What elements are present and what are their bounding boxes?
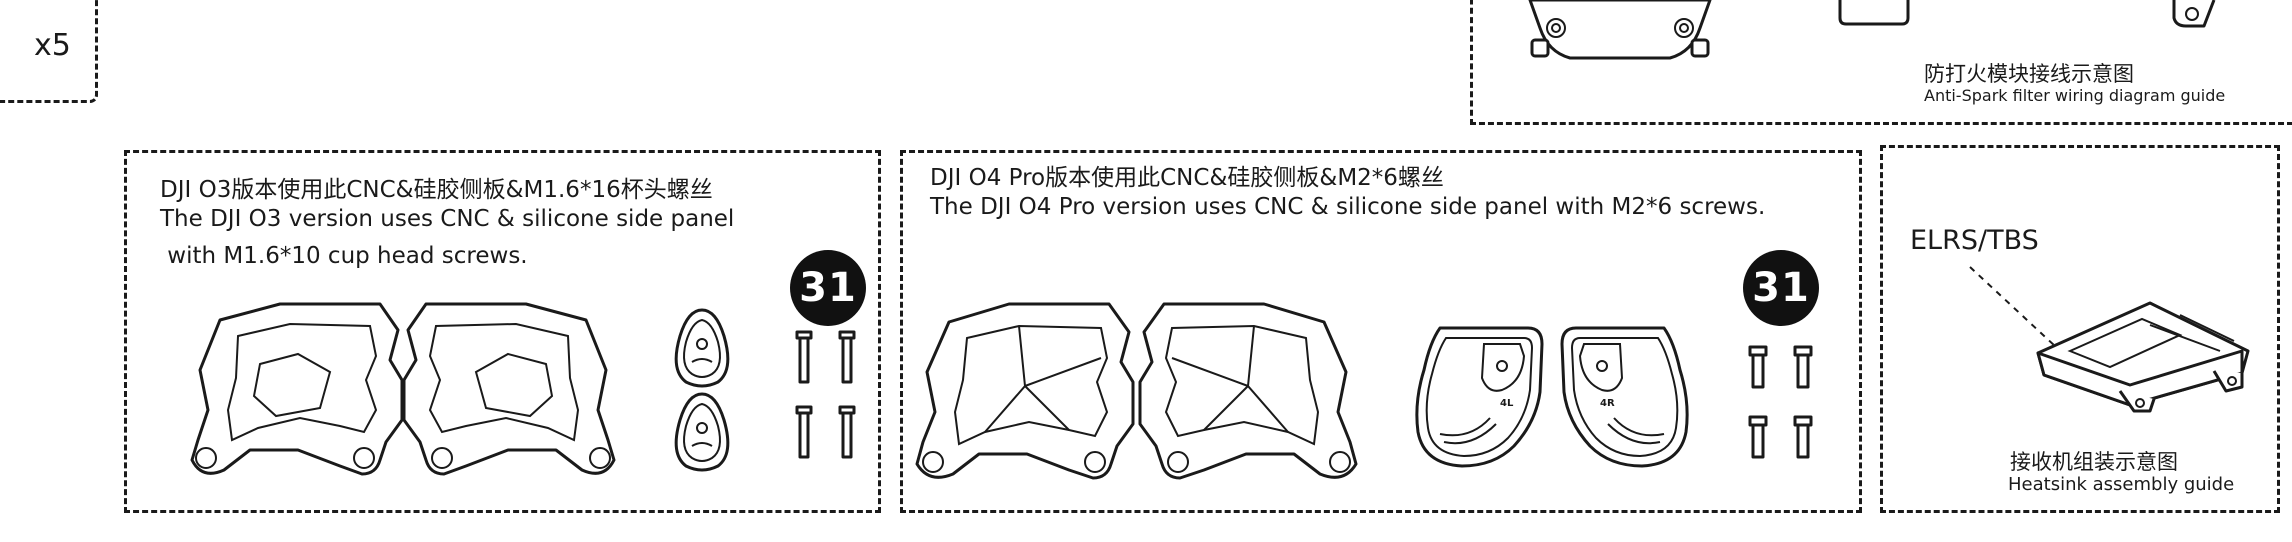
o3-silicone-pad-bottom xyxy=(674,392,730,472)
o4-step-badge: 31 xyxy=(1743,250,1819,326)
o4-panel-box xyxy=(900,150,1862,513)
heatsink-title-en: Heatsink assembly guide xyxy=(2008,474,2235,495)
o4-silicone-plate-right xyxy=(1560,326,1689,468)
o3-cnc-side-plate-right xyxy=(402,302,616,476)
o4-silicone-plate-left xyxy=(1415,326,1544,468)
o3-screw-1 xyxy=(795,330,813,384)
heatsink-title-cn: 接收机组装示意图 xyxy=(2010,450,2178,474)
o3-panel-box xyxy=(124,150,881,513)
anti-spark-box xyxy=(1470,0,2292,125)
heatsink-panel-box xyxy=(1880,145,2280,513)
top-left-box xyxy=(0,0,98,103)
o4-screw-2 xyxy=(1793,345,1813,389)
heatsink-assembly-illustration xyxy=(2036,301,2250,413)
o3-text-line-cn: DJI O3版本使用此CNC&硅胶侧板&M1.6*16杯头螺丝 xyxy=(160,177,713,203)
quantity-label: x5 xyxy=(34,28,71,63)
o4-cnc-side-plate-right xyxy=(1138,302,1358,480)
receiver-label: ELRS/TBS xyxy=(1910,225,2039,256)
o3-text-line-en-2: with M1.6*10 cup head screws. xyxy=(160,243,528,269)
o4-screw-3 xyxy=(1748,415,1768,459)
anti-spark-title-en: Anti-Spark filter wiring diagram guide xyxy=(1924,86,2226,105)
o3-silicone-pad-top xyxy=(674,308,730,388)
receiver-leader-line xyxy=(1969,266,2057,348)
o4-text-line-cn: DJI O4 Pro版本使用此CNC&硅胶侧板&M2*6螺丝 xyxy=(930,165,1444,191)
anti-spark-board-illustration xyxy=(1528,0,1712,60)
o3-screw-2 xyxy=(838,330,856,384)
o4-plate-right-label: 4R xyxy=(1600,398,1615,409)
o3-screw-3 xyxy=(795,405,813,459)
o3-screw-4 xyxy=(838,405,856,459)
anti-spark-module-illustration xyxy=(1838,0,1910,26)
o3-step-badge: 31 xyxy=(790,250,866,326)
o4-screw-4 xyxy=(1793,415,1813,459)
o4-plate-left-label: 4L xyxy=(1500,398,1514,409)
o3-text-line-en-1: The DJI O3 version uses CNC & silicone s… xyxy=(160,206,735,232)
o4-cnc-side-plate-left xyxy=(915,302,1135,480)
o4-screw-1 xyxy=(1748,345,1768,389)
anti-spark-connector-illustration xyxy=(2172,0,2216,28)
anti-spark-title-cn: 防打火模块接线示意图 xyxy=(1924,62,2134,86)
o3-cnc-side-plate-left xyxy=(190,302,404,476)
o4-text-line-en: The DJI O4 Pro version uses CNC & silico… xyxy=(930,194,1766,220)
